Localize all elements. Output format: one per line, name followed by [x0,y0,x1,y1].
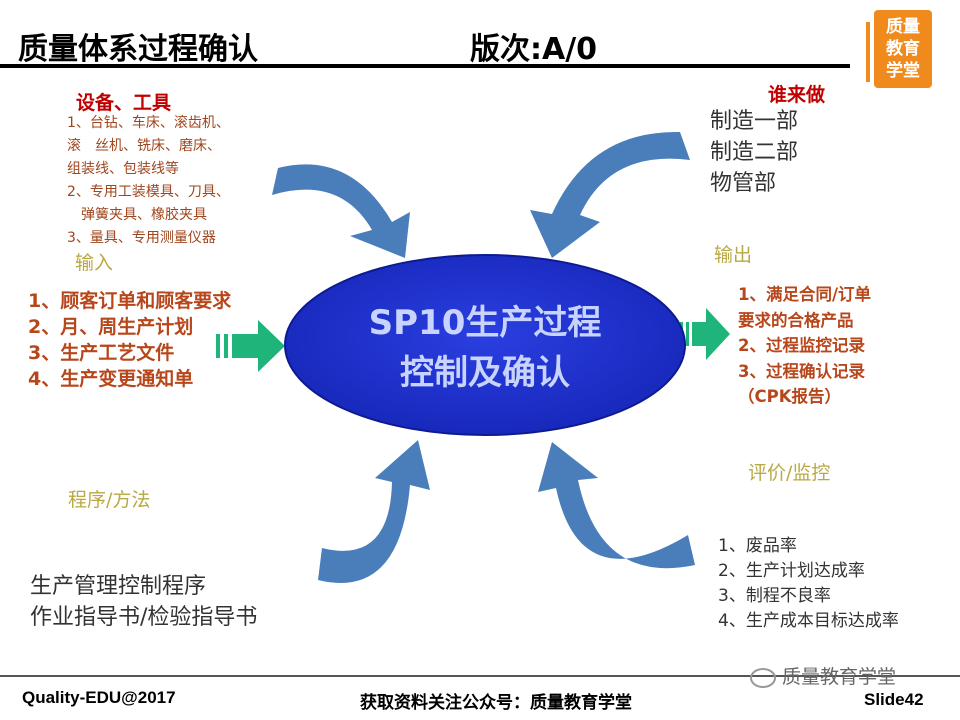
equipment-list: 1、台钻、车床、滚齿机、 滚 丝机、铣床、磨床、 组装线、包装线等 2、专用工装… [67,112,230,250]
curved-arrow-top-left [272,164,410,258]
footer-left: Quality-EDU@2017 [22,688,176,707]
watermark-text: 质量教育学堂 [782,666,897,688]
input-item: 1、顾客订单和顾客要求 [28,290,232,312]
center-line-1: SP10生产过程 [368,303,602,343]
equipment-heading: 设备、工具 [76,92,172,114]
input-item: 4、生产变更通知单 [28,368,194,390]
footer-center: 获取资料关注公众号：质量教育学堂 [360,693,632,712]
curved-arrow-top-right [530,131,690,258]
input-label: 输入 [75,252,114,274]
who-item: 物管部 [710,171,777,196]
equipment-line: 组装线、包装线等 [67,161,179,177]
method-list: 生产管理控制程序 作业指导书/检验指导书 [30,571,257,633]
method-item: 作业指导书/检验指导书 [30,605,258,630]
equipment-line: 3、量具、专用测量仪器 [67,230,216,246]
wechat-icon [750,667,776,688]
who-list: 制造一部 制造二部 物管部 [710,106,798,199]
evaluation-item: 3、制程不良率 [718,586,831,606]
center-label: SP10生产过程 控制及确认 [285,298,685,398]
header-divider [0,64,850,68]
output-item: 1、满足合同/订单 [738,285,872,304]
logo-text: 教育 [886,39,920,59]
equipment-line: 弹簧夹具、橡胶夹具 [67,207,207,223]
slide-number: Slide42 [864,690,924,709]
version-label: 版次:A/0 [470,32,598,67]
equipment-line: 滚 丝机、铣床、磨床、 [67,138,221,154]
input-item: 3、生产工艺文件 [28,342,175,364]
method-label: 程序/方法 [68,489,151,511]
equipment-line: 1、台钻、车床、滚齿机、 [67,115,230,131]
output-item: 2、过程监控记录 [738,336,865,355]
watermark: 质量教育学堂 [750,662,896,689]
logo: 质量 教育 学堂 [866,10,936,90]
center-line-2: 控制及确认 [400,353,570,393]
curved-arrow-bottom-left [318,440,430,583]
green-arrow-left [216,320,285,372]
logo-text: 质量 [886,17,920,37]
evaluation-item: 1、废品率 [718,536,797,556]
slide-title: 质量体系过程确认 [18,32,258,67]
equipment-line: 2、专用工装模具、刀具、 [67,184,230,200]
evaluation-item: 4、生产成本目标达成率 [718,611,899,631]
input-list: 1、顾客订单和顾客要求 2、月、周生产计划 3、生产工艺文件 4、生产变更通知单 [28,288,231,392]
output-label: 输出 [714,244,753,266]
output-item: （CPK报告） [738,387,841,406]
input-item: 2、月、周生产计划 [28,316,194,338]
center-ellipse [284,254,686,436]
method-item: 生产管理控制程序 [30,574,207,599]
curved-arrow-bottom-right [538,442,695,569]
green-arrow-right [680,308,730,360]
output-item: 要求的合格产品 [738,310,854,330]
logo-text: 学堂 [886,61,920,81]
who-item: 制造二部 [710,140,799,165]
evaluation-item: 2、生产计划达成率 [718,561,865,581]
who-item: 制造一部 [710,109,799,134]
evaluation-list: 1、废品率 2、生产计划达成率 3、制程不良率 4、生产成本目标达成率 [718,534,899,634]
who-heading: 谁来做 [768,84,826,106]
output-list: 1、满足合同/订单 要求的合格产品 2、过程监控记录 3、过程确认记录 （CPK… [738,282,871,410]
output-item: 3、过程确认记录 [738,361,865,381]
evaluation-label: 评价/监控 [748,462,831,484]
